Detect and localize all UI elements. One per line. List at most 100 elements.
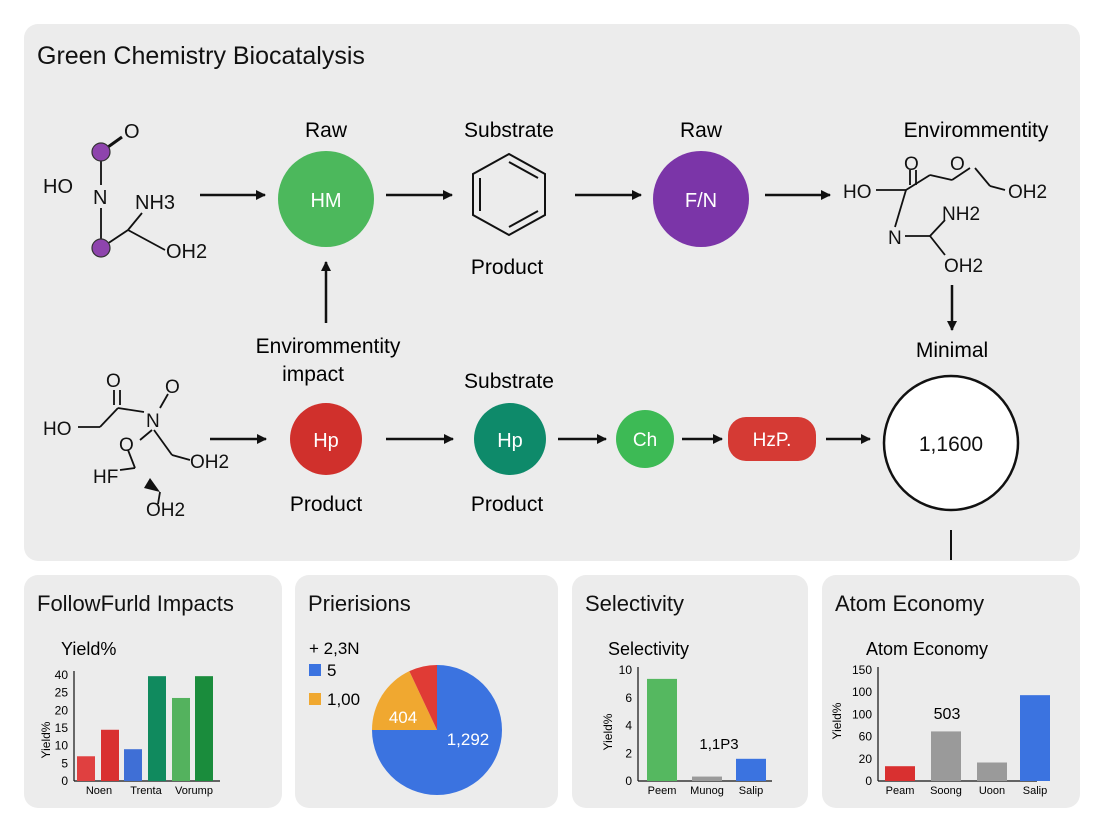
node-hm-label: HM: [310, 190, 341, 212]
atom-label: HO: [843, 182, 872, 203]
node-ch: [616, 410, 674, 468]
atom-label: O: [165, 377, 180, 398]
panel-title: Prierisions: [308, 591, 411, 616]
x-tick-label: Vorump: [175, 785, 213, 797]
y-tick-label: 60: [859, 730, 873, 744]
y-tick-label: 6: [625, 691, 632, 705]
node-hp-teal: [474, 403, 546, 475]
y-tick-label: 40: [55, 668, 69, 682]
node-hm: [278, 151, 374, 247]
y-tick-label: 2: [625, 746, 632, 760]
x-tick-label: Trenta: [130, 785, 162, 797]
bar-annotation: 1,1P3: [699, 736, 738, 753]
panel-title: Atom Economy: [835, 591, 985, 616]
slice-label: 1,292: [447, 730, 490, 749]
node-hp-teal-label: Hp: [497, 430, 523, 452]
y-tick-label: 15: [55, 721, 69, 735]
y-tick-label: 150: [852, 663, 872, 677]
atom-label: NH2: [942, 204, 980, 225]
legend-text: 5: [327, 661, 336, 680]
atom-label: N: [93, 187, 107, 209]
chart-pie: + 2,3N 5 1,00 404 1,292: [309, 639, 502, 795]
atom-label: N: [146, 411, 160, 432]
y-tick-label: 25: [55, 686, 69, 700]
label-raw: Raw: [680, 119, 723, 142]
y-tick-label: 0: [61, 774, 68, 788]
label-env-impact-line1: Envirommentity: [256, 335, 401, 358]
y-axis-label: Yield%: [39, 721, 53, 758]
atom-label: O: [950, 154, 965, 175]
node-hp-red-label: Hp: [313, 430, 339, 452]
label-minimal: Minimal: [916, 339, 988, 362]
label-product: Product: [290, 493, 363, 516]
node-fn: [653, 151, 749, 247]
panel-prierisions: Prierisions + 2,3N 5 1,00 404 1,292: [295, 575, 558, 808]
legend-swatch-blue: [309, 664, 321, 676]
x-tick-label: Peam: [886, 785, 915, 797]
x-tick-label: Peem: [648, 785, 677, 797]
chart-title: Yield%: [61, 639, 116, 659]
molecule-top-left: O HO N NH3 OH2: [43, 121, 207, 263]
y-tick-label: 100: [852, 707, 872, 721]
atom-label: O: [904, 154, 919, 175]
label-env-impact-line2: impact: [282, 363, 344, 386]
bar: [1020, 695, 1050, 781]
node-hzp-label: HzP.: [753, 430, 792, 451]
x-tick-label: Uoon: [979, 785, 1005, 797]
y-axis-label: Yield%: [830, 702, 844, 739]
legend-swatch-orange: [309, 693, 321, 705]
panel-title: FollowFurld Impacts: [37, 591, 234, 616]
label-substrate: Substrate: [464, 370, 554, 393]
x-tick-label: Noen: [86, 785, 112, 797]
atom-purple: [91, 142, 111, 162]
slice-label: 404: [389, 708, 417, 727]
bar: [977, 762, 1007, 781]
y-tick-label: 100: [852, 685, 872, 699]
atom-label: HF: [93, 467, 118, 488]
molecule-top-right: O O HO OH2 NH2 N OH2: [843, 154, 1047, 277]
legend-text: + 2,3N: [309, 639, 360, 658]
panel-title: Selectivity: [585, 591, 685, 616]
bar: [692, 776, 722, 781]
atom-label: N: [888, 228, 902, 249]
atom-label: OH2: [944, 256, 983, 277]
label-raw: Raw: [305, 119, 348, 142]
bar: [647, 678, 677, 781]
atom-purple: [91, 238, 111, 258]
atom-label: HO: [43, 419, 72, 440]
x-tick-label: Soong: [930, 785, 962, 797]
bar: [736, 758, 766, 781]
atom-label: OH2: [190, 452, 229, 473]
bar: [195, 676, 213, 781]
atom-label: O: [119, 435, 134, 456]
pie-slice: [409, 665, 437, 730]
label-product: Product: [471, 493, 544, 516]
diagram-title: Green Chemistry Biocatalysis: [37, 42, 365, 70]
atom-label: O: [106, 371, 121, 392]
atom-label: OH2: [1008, 182, 1047, 203]
bar: [885, 766, 915, 781]
atom-label: NH3: [135, 192, 175, 214]
atom-label: OH2: [166, 241, 207, 263]
label-environmentity: Envirommentity: [904, 119, 1049, 142]
label-product: Product: [471, 256, 544, 279]
bar-annotation: 503: [934, 706, 961, 723]
y-axis-label: Yield%: [601, 713, 615, 750]
label-substrate: Substrate: [464, 119, 554, 142]
node-ch-label: Ch: [633, 430, 657, 451]
bar: [148, 676, 166, 781]
pie-slice: [372, 671, 437, 730]
atom-label: O: [124, 121, 140, 143]
bar: [124, 749, 142, 781]
node-hzp: [728, 417, 816, 461]
node-hp-red: [290, 403, 362, 475]
y-tick-label: 0: [625, 774, 632, 788]
y-tick-label: 10: [619, 663, 633, 677]
